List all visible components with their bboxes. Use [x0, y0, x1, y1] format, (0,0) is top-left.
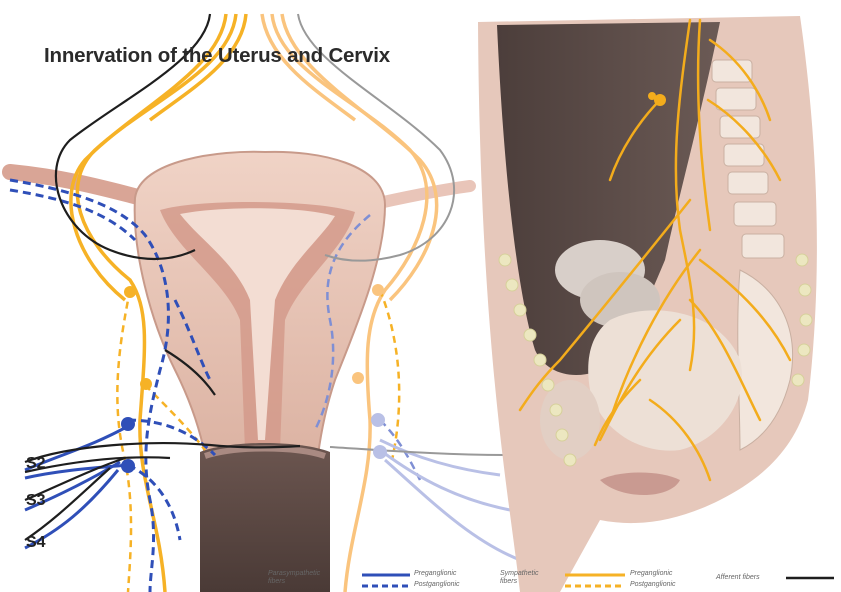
legend-symp-postganglionic: Postganglionic	[630, 581, 676, 589]
legend-parasympathetic-line2: fibers	[268, 578, 285, 585]
spinal-level-s3: S3	[26, 492, 46, 510]
legend-para-postganglionic: Postganglionic	[414, 581, 460, 589]
legend-para-preganglionic: Preganglionic	[414, 570, 456, 578]
legend-parasympathetic-line1: Parasympathetic	[268, 570, 320, 577]
legend-sympathetic-line1: Sympathetic	[500, 570, 539, 577]
legend-sympathetic-line2: fibers	[500, 578, 517, 585]
spinal-level-s4: S4	[26, 534, 46, 552]
diagram-title: Innervation of the Uterus and Cervix	[44, 44, 390, 68]
parasympathetic-preganglionic-right	[380, 440, 520, 560]
legend-sympathetic-label: Sympathetic fibers	[500, 570, 539, 586]
spinal-level-s2: S2	[26, 455, 46, 473]
legend-afferent: Afferent fibers	[716, 574, 760, 582]
legend-parasympathetic-label: Parasympathetic fibers	[268, 570, 320, 586]
legend-symp-preganglionic: Preganglionic	[630, 570, 672, 578]
